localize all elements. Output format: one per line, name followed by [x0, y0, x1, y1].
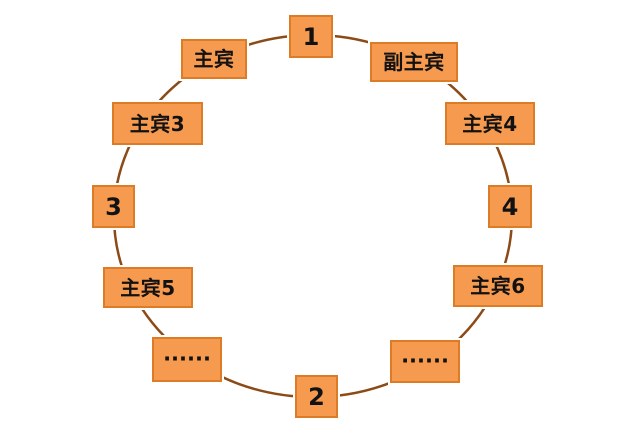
seat-main-guest-3: 主宾3 — [112, 102, 203, 145]
seat-etc-left: ······ — [152, 337, 222, 382]
seat-main-guest-4-label: 主宾4 — [462, 111, 518, 136]
seat-3-label: 3 — [105, 192, 122, 221]
seat-main-guest: 主宾 — [181, 39, 247, 79]
seat-main-guest-3-label: 主宾3 — [129, 111, 186, 136]
seat-2: 2 — [295, 375, 338, 418]
seat-etc-left-label: ······ — [163, 347, 211, 371]
seat-3: 3 — [92, 185, 135, 228]
seat-1: 1 — [289, 15, 333, 58]
seat-deputy-main-guest-label: 副主宾 — [383, 50, 445, 74]
seat-deputy-main-guest: 副主宾 — [370, 42, 458, 82]
seat-main-guest-label: 主宾 — [193, 47, 235, 71]
seat-4-label: 4 — [501, 192, 519, 221]
seat-2-label: 2 — [308, 382, 325, 411]
seat-main-guest-6-label: 主宾6 — [470, 274, 526, 298]
seat-main-guest-5: 主宾5 — [103, 267, 193, 308]
seat-1-label: 1 — [302, 22, 320, 51]
seat-etc-right: ······ — [390, 340, 460, 383]
seat-main-guest-5-label: 主宾5 — [120, 275, 176, 300]
seat-4: 4 — [488, 185, 532, 228]
seat-main-guest-4: 主宾4 — [445, 102, 535, 145]
seat-etc-right-label: ······ — [401, 349, 449, 373]
seat-main-guest-6: 主宾6 — [453, 265, 543, 307]
